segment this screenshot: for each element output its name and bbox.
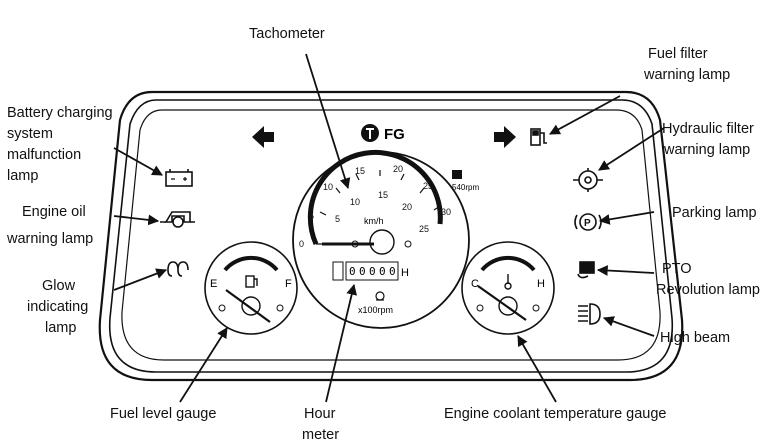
label-battery-line4: lamp: [7, 168, 39, 184]
rpm-unit: x100rpm: [358, 305, 393, 315]
label-tachometer: Tachometer: [249, 26, 325, 42]
inner-scale-10: 10: [350, 197, 360, 207]
high-beam-icon: [578, 303, 601, 325]
outer-scale-15: 15: [355, 166, 365, 176]
fuel-filter-icon: [530, 128, 547, 146]
leader-pto: [596, 265, 655, 276]
thermometer-icon: [504, 274, 512, 290]
battery-icon: [165, 169, 193, 187]
temp-cold-label: C: [471, 278, 479, 290]
label-glow-line3: lamp: [45, 320, 77, 336]
leader-high-beam: [602, 316, 655, 337]
label-high-beam: High beam: [660, 330, 731, 346]
hydraulic-filter-icon: [573, 168, 603, 192]
leader-engine-oil: [113, 214, 160, 226]
inner-scale-15: 15: [378, 190, 388, 200]
dial-ticks: [316, 170, 441, 245]
panel-bezel: [98, 90, 684, 382]
label-fuel-level: Fuel level gauge: [110, 406, 217, 422]
pto-icon: [577, 261, 595, 279]
inner-scale-25: 25: [419, 224, 429, 234]
leader-fuel-level: [179, 327, 228, 403]
hour-digit-5: 0: [389, 265, 396, 278]
speed-unit: km/h: [364, 216, 384, 226]
label-pto-line2: Revolution lamp: [656, 282, 760, 298]
label-fuel-filter-line2: warning lamp: [644, 67, 731, 83]
brand-text: FG: [384, 126, 405, 143]
brand-logo: FG: [361, 124, 405, 143]
pto-speed-marker: 540rpm: [452, 170, 479, 192]
label-coolant: Engine coolant temperature gauge: [444, 406, 667, 422]
hour-unit: H: [401, 267, 409, 279]
engine-oil-icon: [160, 211, 195, 228]
leader-parking: [598, 211, 655, 225]
label-engine-oil-line2: warning lamp: [7, 231, 94, 247]
leader-lines: [113, 53, 665, 403]
hour-meter-display: 0 0 0 0 0 H: [332, 261, 409, 281]
hour-digit-1: 0: [349, 265, 356, 278]
leader-glow: [113, 268, 168, 291]
left-turn-arrow-icon: [252, 126, 274, 148]
hour-digit-2: 0: [359, 265, 366, 278]
pto-speed-label: 540rpm: [452, 183, 479, 192]
inner-scale-20: 20: [402, 202, 412, 212]
tachometer-dial: 0 5 10 15 20 25 30 5 10 15 20 25 km/h 54…: [292, 150, 479, 329]
label-battery-line3: malfunction: [7, 147, 82, 163]
label-engine-oil-line1: Engine oil: [22, 204, 86, 220]
inner-scale-5: 5: [335, 214, 340, 224]
outer-scale-10: 10: [323, 182, 333, 192]
label-hour-meter-line1: Hour: [304, 406, 336, 422]
hour-digit-4: 0: [379, 265, 386, 278]
outer-scale-5: 5: [309, 211, 314, 221]
label-hydraulic-filter-line2: warning lamp: [664, 142, 751, 158]
label-hydraulic-filter-line1: Hydraulic filter: [662, 121, 754, 137]
leader-hour-meter: [325, 283, 357, 403]
fuel-level-gauge: E F: [204, 241, 298, 335]
label-battery-line2: system: [7, 126, 53, 142]
coolant-temperature-gauge: C H: [461, 241, 555, 335]
outer-scale-0: 0: [299, 239, 304, 249]
label-hour-meter-line2: meter: [302, 427, 340, 443]
leader-coolant: [517, 335, 557, 403]
temp-hot-label: H: [537, 278, 545, 290]
fuel-full-label: F: [285, 278, 292, 290]
label-pto-line1: PTO: [662, 261, 692, 277]
right-turn-arrow-icon: [494, 126, 516, 148]
hour-digit-3: 0: [369, 265, 376, 278]
parking-brake-icon: P: [574, 213, 602, 231]
outer-scale-25: 25: [423, 181, 433, 191]
engine-rpm-icon: [375, 291, 385, 301]
label-battery-line1: Battery charging: [7, 105, 113, 121]
leader-battery: [113, 147, 163, 176]
label-fuel-filter-line1: Fuel filter: [648, 46, 708, 62]
svg-text:P: P: [584, 218, 591, 229]
label-glow-line1: Glow: [42, 278, 76, 294]
glow-plug-icon: [167, 261, 189, 277]
leader-fuel-filter: [549, 95, 621, 135]
outer-scale-20: 20: [393, 164, 403, 174]
label-glow-line2: indicating: [27, 299, 89, 315]
fuel-empty-label: E: [210, 278, 217, 290]
outer-scale-30: 30: [441, 207, 451, 217]
fuel-pump-icon: [245, 275, 258, 288]
leader-hydraulic-filter: [598, 127, 665, 171]
label-parking: Parking lamp: [672, 205, 757, 221]
leader-tachometer: [305, 53, 351, 190]
